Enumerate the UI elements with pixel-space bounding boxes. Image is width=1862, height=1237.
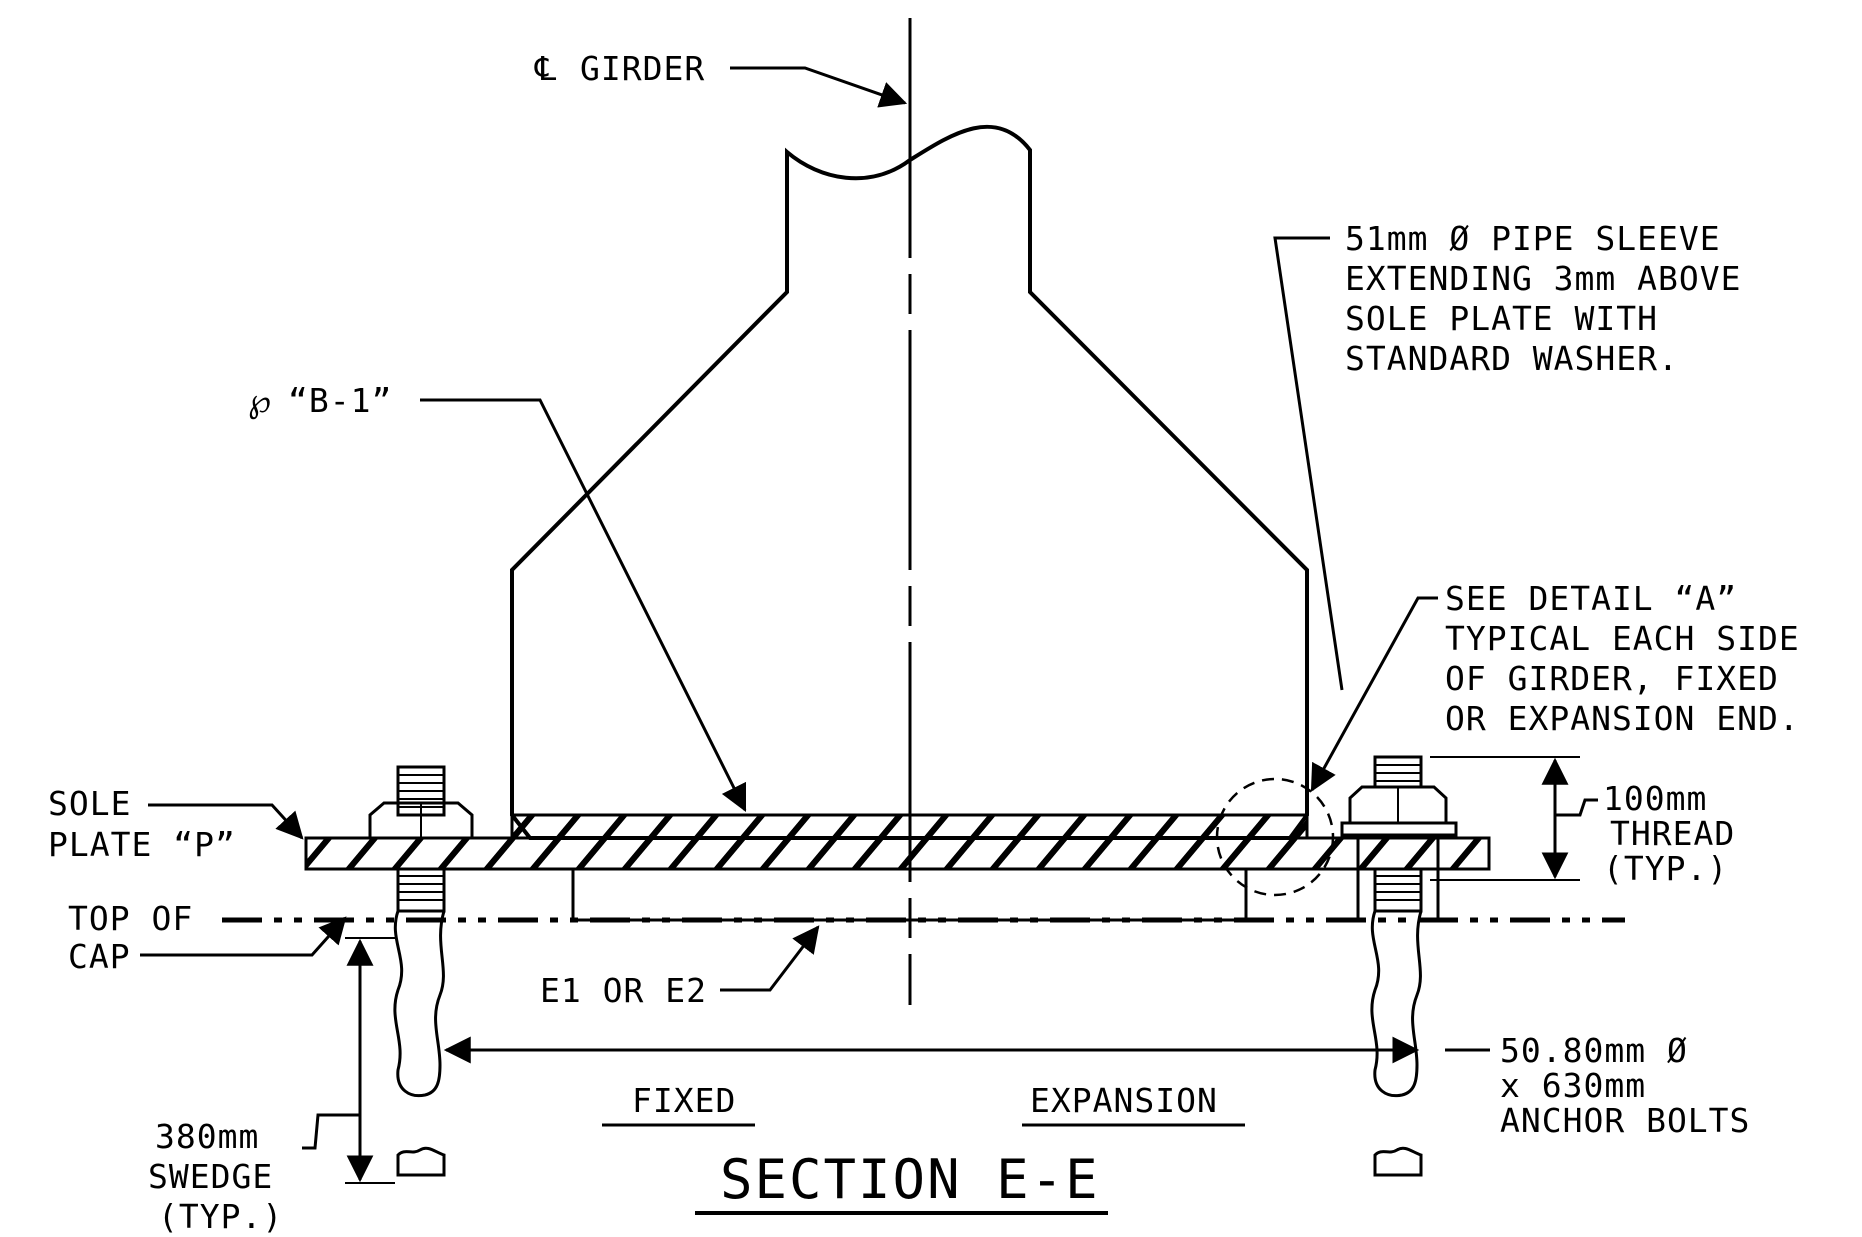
svg-text:(TYP.): (TYP.) <box>158 1197 283 1236</box>
swedge-label: 380mm SWEDGE (TYP.) <box>148 1117 283 1236</box>
svg-text:x 630mm: x 630mm <box>1500 1066 1646 1105</box>
sole-plate-p <box>304 836 1491 871</box>
svg-text:OF GIRDER, FIXED: OF GIRDER, FIXED <box>1445 659 1779 698</box>
svg-text:SOLE PLATE WITH: SOLE PLATE WITH <box>1345 299 1658 338</box>
sole-plate-label: SOLE PLATE “P” <box>48 784 236 864</box>
fixed-label: FIXED <box>632 1081 736 1120</box>
e1-e2-leader <box>720 925 820 992</box>
svg-text:OR EXPANSION END.: OR EXPANSION END. <box>1445 699 1800 738</box>
svg-text:380mm: 380mm <box>155 1117 259 1156</box>
cl-symbol: ℄ <box>534 49 557 88</box>
anchor-bolt-left <box>368 765 474 1177</box>
see-detail-leader <box>1310 596 1438 792</box>
cl-girder-leader <box>730 66 908 108</box>
bearing-plate-b1 <box>510 813 1309 840</box>
section-title: SECTION E-E <box>720 1148 1100 1211</box>
plate-b1-label: “B-1” <box>288 381 392 420</box>
pipe-sleeve-leader <box>1273 236 1344 691</box>
svg-text:CAP: CAP <box>68 937 131 976</box>
svg-text:SEE DETAIL “A”: SEE DETAIL “A” <box>1445 579 1737 618</box>
svg-text:51mm Ø PIPE SLEEVE: 51mm Ø PIPE SLEEVE <box>1345 219 1721 258</box>
svg-text:THREAD: THREAD <box>1610 814 1735 853</box>
pipe-sleeve-note: 51mm Ø PIPE SLEEVE EXTENDING 3mm ABOVE S… <box>1345 219 1742 378</box>
svg-text:EXTENDING 3mm ABOVE: EXTENDING 3mm ABOVE <box>1345 259 1742 298</box>
svg-text:PLATE “P”: PLATE “P” <box>48 825 236 864</box>
girder-outline <box>510 124 1309 840</box>
expansion-label: EXPANSION <box>1030 1081 1218 1120</box>
e1-e2-label: E1 OR E2 <box>540 971 707 1010</box>
sole-plate-leader <box>148 803 304 840</box>
svg-text:ANCHOR BOLTS: ANCHOR BOLTS <box>1500 1101 1750 1140</box>
cl-girder-label: GIRDER <box>580 49 705 88</box>
svg-text:TYPICAL EACH SIDE: TYPICAL EACH SIDE <box>1445 619 1800 658</box>
svg-text:SOLE: SOLE <box>48 784 131 823</box>
detail-a-circle <box>1215 777 1335 897</box>
anchor-bolt-right <box>1340 755 1458 1177</box>
svg-text:100mm: 100mm <box>1603 779 1707 818</box>
thread-label: 100mm THREAD (TYP.) <box>1603 779 1735 888</box>
elastomeric-pad <box>571 869 1248 922</box>
plate-b1-leader <box>420 398 747 813</box>
svg-text:50.80mm Ø: 50.80mm Ø <box>1500 1031 1688 1070</box>
svg-text:SWEDGE: SWEDGE <box>148 1157 273 1196</box>
see-detail-note: SEE DETAIL “A” TYPICAL EACH SIDE OF GIRD… <box>1445 579 1800 738</box>
pl-symbol: ℘ <box>248 381 272 420</box>
swedge-dimension <box>302 937 395 1184</box>
thread-dimension <box>1430 756 1598 881</box>
top-of-cap-leader <box>140 916 347 957</box>
svg-text:TOP OF: TOP OF <box>68 899 193 938</box>
svg-text:STANDARD WASHER.: STANDARD WASHER. <box>1345 339 1679 378</box>
top-of-cap-label: TOP OF CAP <box>68 899 193 976</box>
svg-text:(TYP.): (TYP.) <box>1603 849 1728 888</box>
anchor-bolts-label: 50.80mm Ø x 630mm ANCHOR BOLTS <box>1500 1031 1750 1140</box>
